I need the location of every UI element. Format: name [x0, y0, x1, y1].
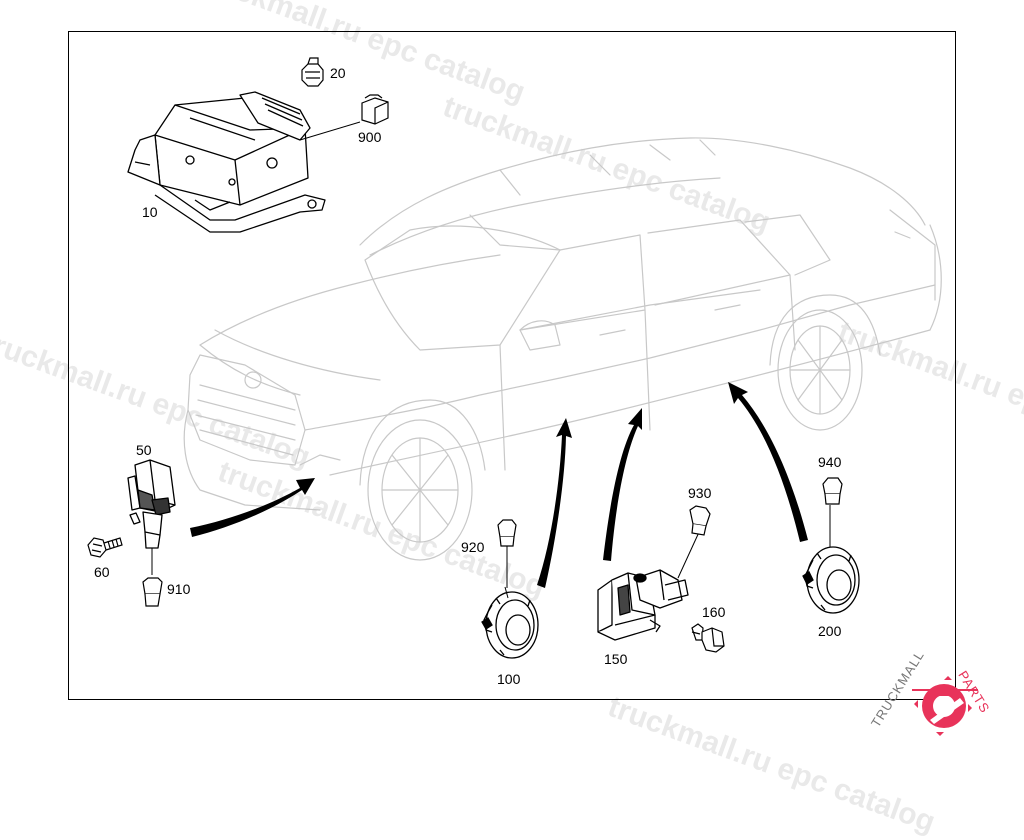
location-arrow [190, 478, 315, 537]
location-arrow [603, 408, 642, 561]
connector-part [361, 94, 389, 125]
callout-60: 60 [94, 564, 110, 580]
car-outline [183, 137, 942, 561]
bolt-part [87, 537, 123, 558]
callout-50: 50 [136, 442, 152, 458]
callout-10: 10 [142, 204, 158, 220]
diagram-drawing [87, 57, 978, 736]
pressure-sensor-part [481, 586, 539, 659]
connector-part [497, 519, 517, 588]
callout-900: 900 [358, 129, 382, 145]
control-unit-part [127, 91, 361, 233]
pressure-sensor-part [802, 505, 860, 614]
connector-part [689, 505, 711, 536]
location-arrow [728, 382, 808, 542]
callout-940: 940 [818, 454, 842, 470]
door-sensor-part [597, 529, 701, 641]
nut-part [301, 57, 324, 87]
connector-part [142, 577, 163, 607]
callout-100: 100 [497, 671, 521, 687]
bolt-part [691, 623, 725, 653]
callout-200: 200 [818, 623, 842, 639]
callout-920: 920 [461, 539, 485, 555]
diagram-frame [68, 31, 956, 700]
callout-910: 910 [167, 581, 191, 597]
location-arrow [537, 418, 572, 588]
connector-part [822, 477, 843, 505]
callout-160: 160 [702, 604, 726, 620]
callout-20: 20 [330, 65, 346, 81]
callout-930: 930 [688, 485, 712, 501]
impact-sensor-part [127, 459, 176, 575]
gear-icon [912, 676, 978, 736]
callout-150: 150 [604, 651, 628, 667]
